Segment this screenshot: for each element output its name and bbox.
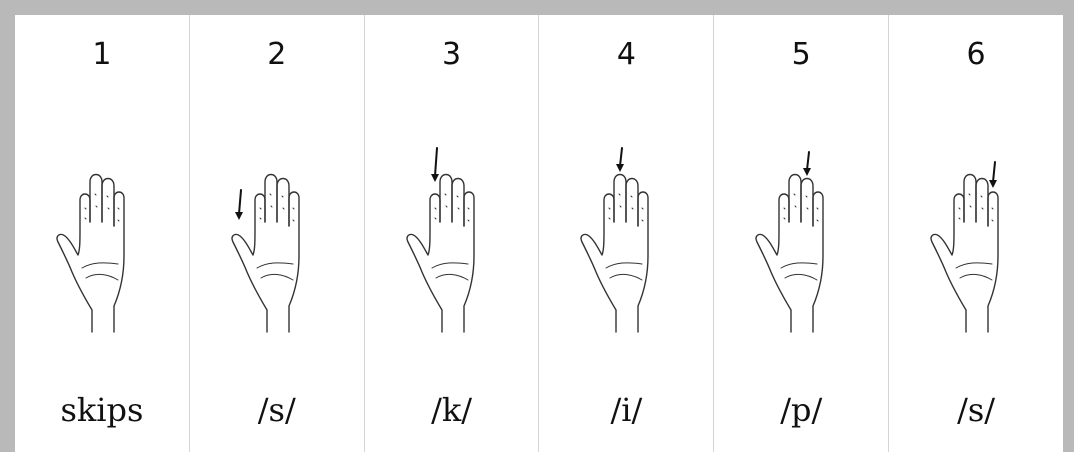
open-hand-icon bbox=[227, 160, 327, 335]
column-sound: /s/ bbox=[889, 391, 1063, 429]
column-number: 3 bbox=[365, 37, 539, 72]
column-6: 6 /s/ bbox=[889, 15, 1063, 452]
column-sound: /s/ bbox=[190, 391, 364, 429]
frame-right-bar bbox=[1063, 0, 1074, 452]
column-number: 2 bbox=[190, 37, 364, 72]
column-2: 2 /s/ bbox=[190, 15, 365, 452]
frame-left-bar bbox=[0, 0, 15, 452]
column-number: 5 bbox=[714, 37, 888, 72]
column-4: 4 /i/ bbox=[539, 15, 714, 452]
column-3: 3 /k/ bbox=[365, 15, 540, 452]
open-hand-icon bbox=[52, 160, 152, 335]
column-sound: /p/ bbox=[714, 391, 888, 429]
column-sound: skips bbox=[15, 391, 189, 429]
open-hand-icon bbox=[926, 160, 1026, 335]
down-arrow-icon bbox=[989, 162, 997, 188]
column-number: 6 bbox=[889, 37, 1063, 72]
column-5: 5 /p/ bbox=[714, 15, 889, 452]
open-hand-icon bbox=[751, 160, 851, 335]
column-1: 1 skips bbox=[15, 15, 190, 452]
down-arrow-icon bbox=[803, 152, 811, 176]
open-hand-icon bbox=[402, 160, 502, 335]
column-number: 1 bbox=[15, 37, 189, 72]
down-arrow-icon bbox=[616, 148, 624, 172]
columns-grid: 1 skips 2 /s/ 3 /k/ 4 bbox=[15, 15, 1063, 452]
column-number: 4 bbox=[539, 37, 713, 72]
down-arrow-icon bbox=[431, 148, 439, 182]
frame-top-bar bbox=[0, 0, 1074, 15]
down-arrow-icon bbox=[235, 190, 243, 220]
open-hand-icon bbox=[576, 160, 676, 335]
column-sound: /k/ bbox=[365, 391, 539, 429]
column-sound: /i/ bbox=[539, 391, 713, 429]
